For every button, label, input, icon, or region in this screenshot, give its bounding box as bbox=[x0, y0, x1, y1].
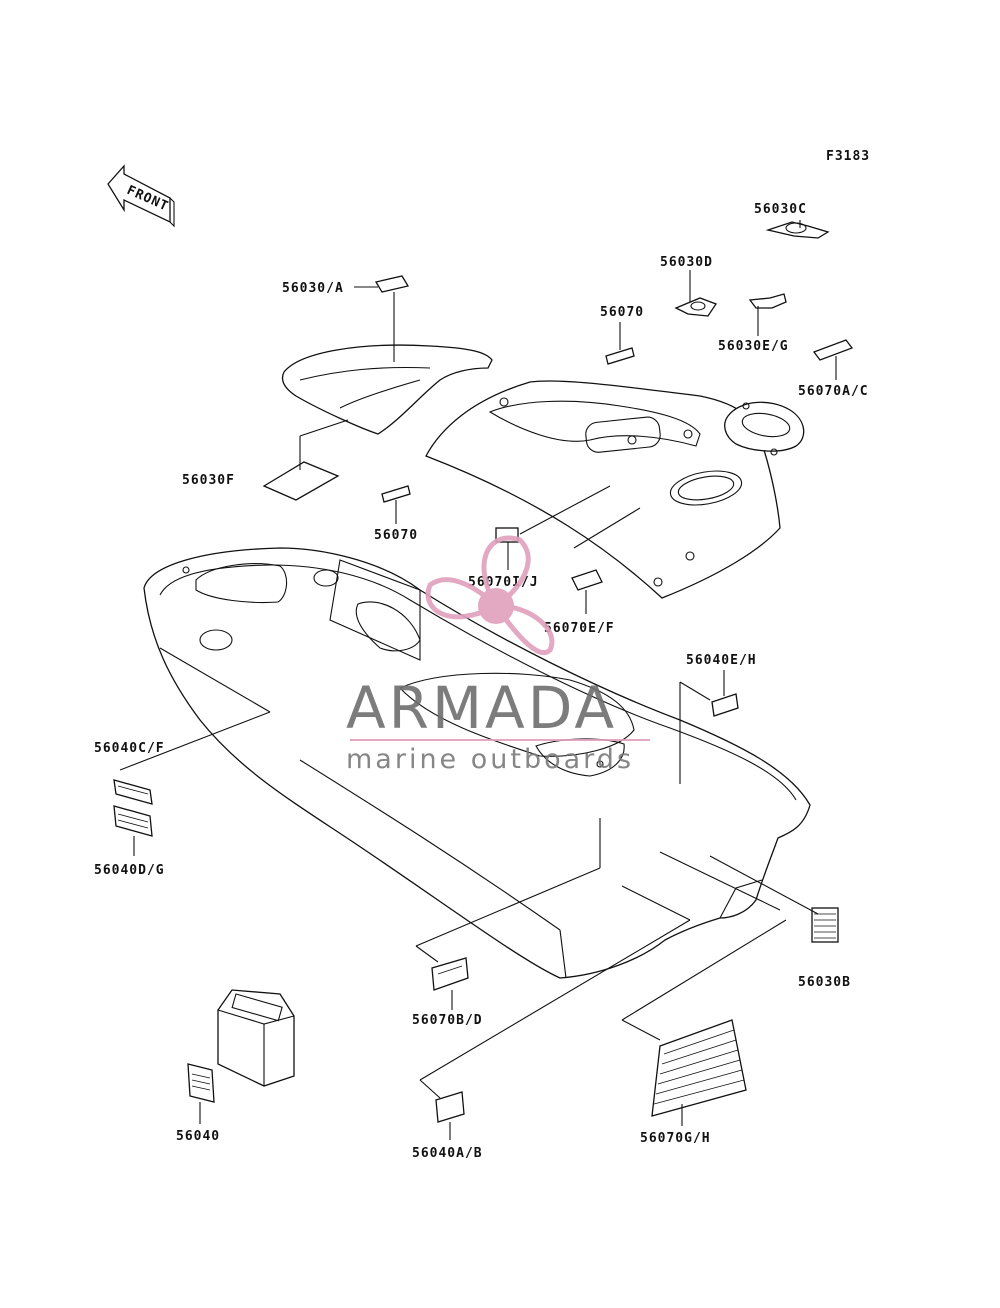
decal-56040EH bbox=[711, 693, 739, 717]
decal-56040CF bbox=[113, 779, 153, 805]
callout-56030D: 56030D bbox=[660, 255, 713, 270]
part-56030EG-clip bbox=[748, 293, 787, 309]
callout-56070AC: 56070A/C bbox=[798, 384, 869, 399]
part-56030D-bracket bbox=[674, 297, 717, 317]
battery bbox=[217, 989, 295, 1087]
callout-56070EF: 56070E/F bbox=[544, 621, 615, 636]
callout-56030C: 56030C bbox=[754, 202, 807, 217]
decal-56070EF bbox=[571, 569, 603, 591]
callout-56040EH: 56040E/H bbox=[686, 653, 757, 668]
callout-56030A: 56030/A bbox=[282, 281, 344, 296]
decal-56030A bbox=[374, 275, 410, 293]
decal-56030B bbox=[811, 907, 839, 943]
decal-56070GH bbox=[651, 1019, 747, 1117]
callout-56040AB: 56040A/B bbox=[412, 1146, 483, 1161]
callout-56070IJ: 56070I/J bbox=[468, 575, 539, 590]
callout-56040CF: 56040C/F bbox=[94, 741, 165, 756]
callout-56070-top: 56070 bbox=[600, 305, 644, 320]
callout-56070-mid: 56070 bbox=[374, 528, 418, 543]
decal-56040DG bbox=[113, 805, 153, 837]
front-arrow-icon: FRONT bbox=[107, 164, 175, 228]
leader-lines bbox=[119, 220, 837, 1140]
callout-56040: 56040 bbox=[176, 1129, 220, 1144]
watermark-subtitle: marine outboards bbox=[346, 744, 634, 775]
decal-56070-mid bbox=[381, 485, 411, 503]
meter-housing bbox=[724, 401, 805, 456]
watermark-title: ARMADA bbox=[346, 674, 617, 742]
decal-56040 bbox=[187, 1063, 215, 1103]
decal-56070-top bbox=[605, 347, 635, 365]
decal-56070AC bbox=[812, 339, 854, 361]
watermark: ARMADA marine outboards bbox=[346, 535, 650, 775]
decal-56070BD bbox=[431, 957, 469, 991]
figure-code: F3183 bbox=[826, 149, 870, 164]
callout-56030F: 56030F bbox=[182, 473, 235, 488]
callout-56030B: 56030B bbox=[798, 975, 851, 990]
callout-56070GH: 56070G/H bbox=[640, 1131, 711, 1146]
decal-56030F bbox=[262, 461, 340, 501]
callout-56070BD: 56070B/D bbox=[412, 1013, 483, 1028]
seat-cover bbox=[281, 344, 493, 435]
propeller-logo-icon bbox=[425, 535, 555, 656]
callout-56030EG: 56030E/G bbox=[718, 339, 789, 354]
part-56030C-bracket bbox=[765, 221, 830, 239]
callout-56040DG: 56040D/G bbox=[94, 863, 165, 878]
decal-56040AB bbox=[435, 1091, 465, 1123]
